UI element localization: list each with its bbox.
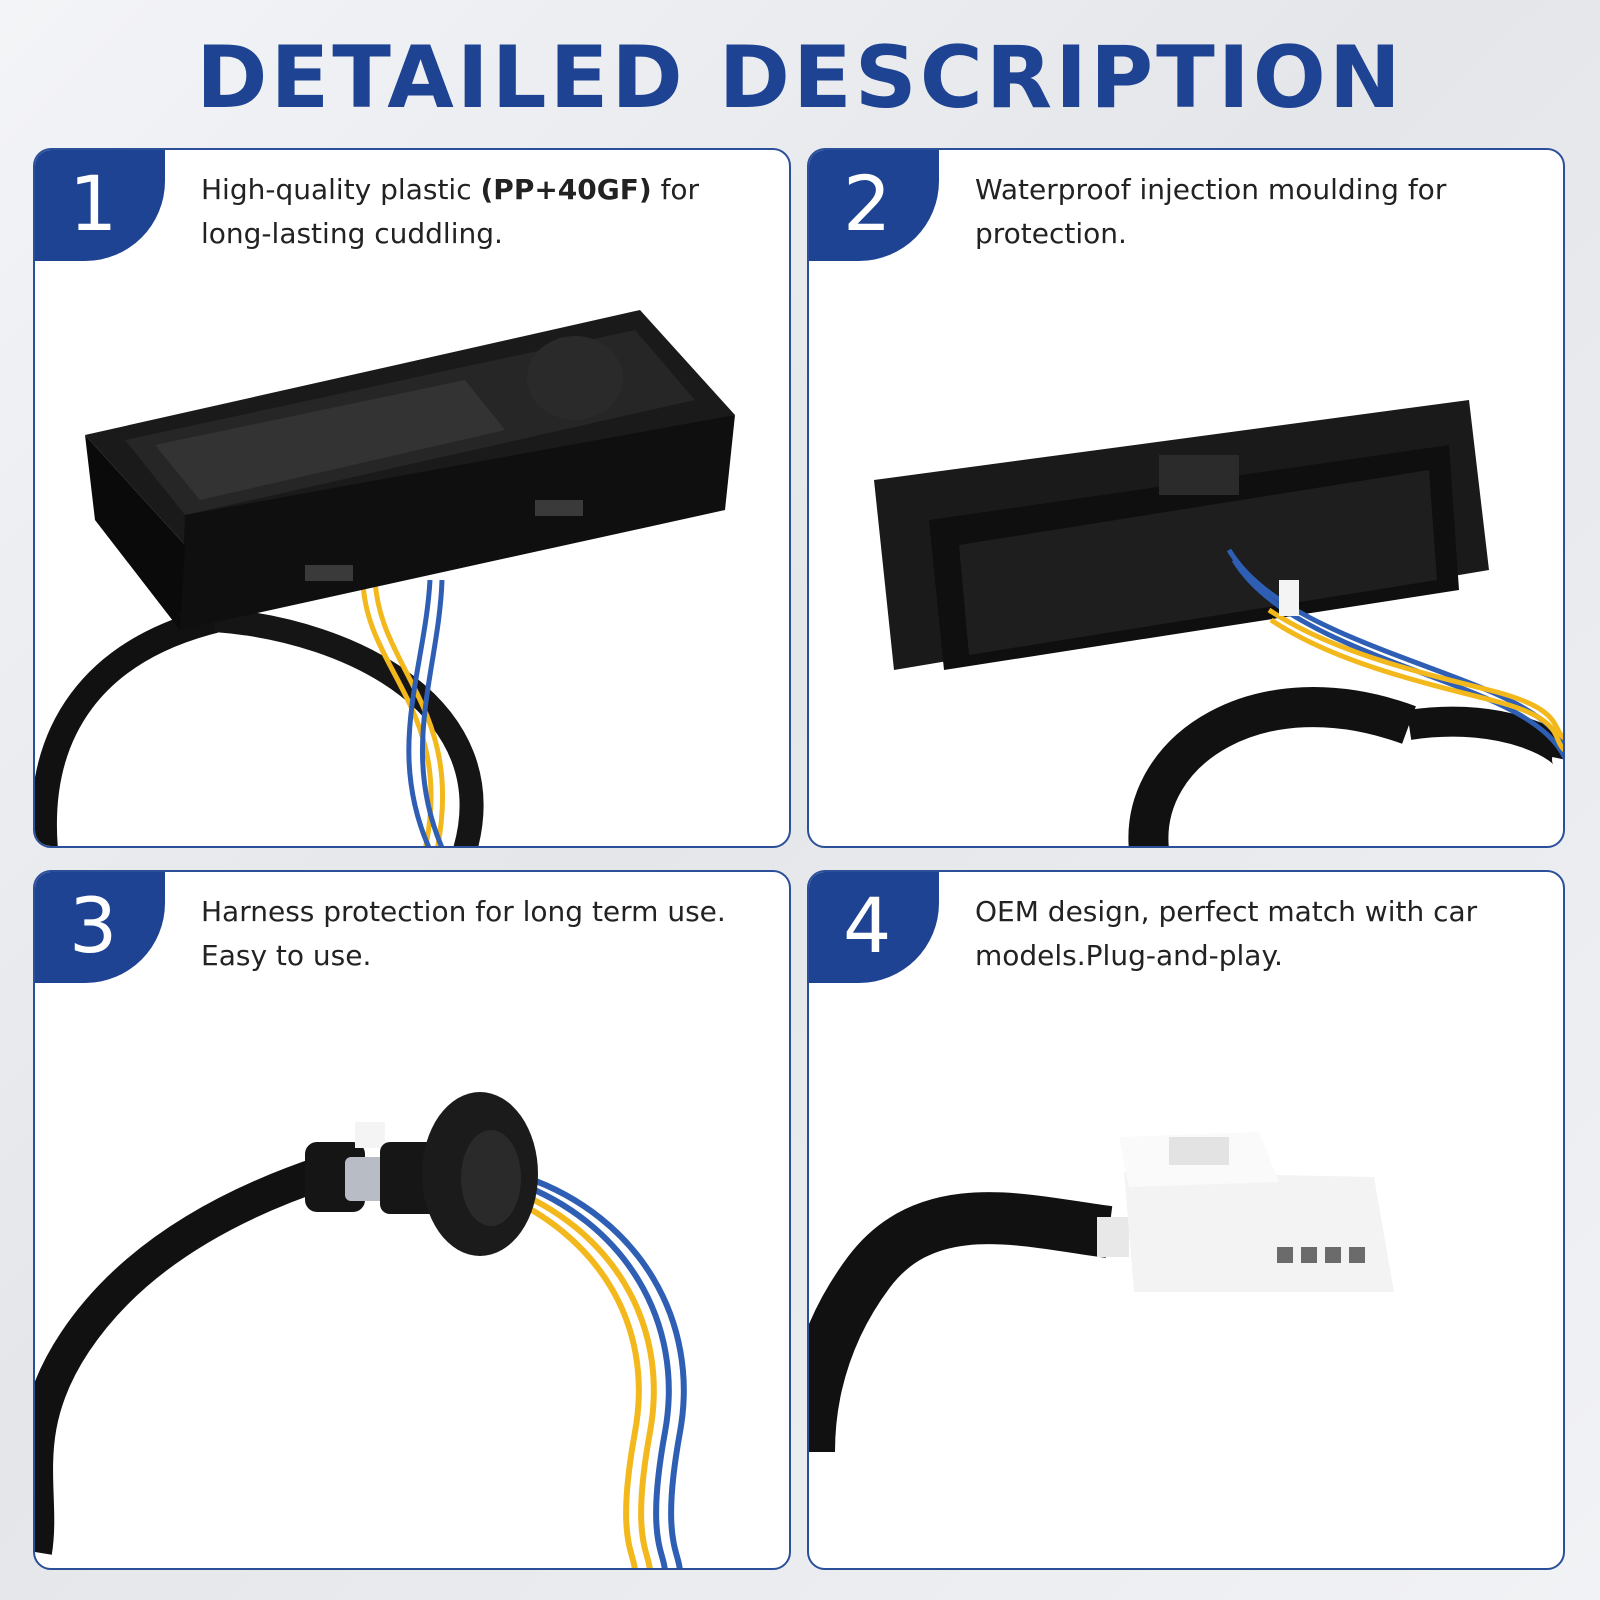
- switch-front-image: [35, 310, 735, 846]
- feature-text-3: Harness protection for long term use. Ea…: [201, 895, 726, 972]
- feature-text-1-bold: (PP+40GF): [480, 173, 652, 206]
- feature-text-1: High-quality plastic (PP+40GF) for long-…: [201, 168, 761, 256]
- connector-image: [809, 1132, 1394, 1453]
- step-number-4: 4: [843, 881, 892, 970]
- feature-card-3: 3 Harness protection for long term use. …: [33, 870, 791, 1570]
- step-badge-3: 3: [35, 872, 165, 983]
- feature-card-2: 2 Waterproof injection moulding for prot…: [807, 148, 1565, 848]
- feature-text-4: OEM design, perfect match with car model…: [975, 895, 1478, 972]
- feature-card-4: 4 OEM design, perfect match with car mod…: [807, 870, 1565, 1570]
- feature-card-1: 1 High-quality plastic (PP+40GF) for lon…: [33, 148, 791, 848]
- step-number-1: 1: [69, 159, 118, 248]
- grommet-image: [35, 1092, 687, 1568]
- page-title: DETAILED DESCRIPTION: [196, 28, 1404, 128]
- step-number-3: 3: [69, 881, 118, 970]
- feature-text-1-part-a: High-quality plastic: [201, 173, 481, 206]
- step-number-2: 2: [843, 159, 892, 248]
- feature-text-1-part-b: for long-lasting cuddling.: [201, 173, 700, 250]
- switch-back-image: [874, 400, 1563, 846]
- feature-text-2: Waterproof injection moulding for protec…: [975, 173, 1447, 250]
